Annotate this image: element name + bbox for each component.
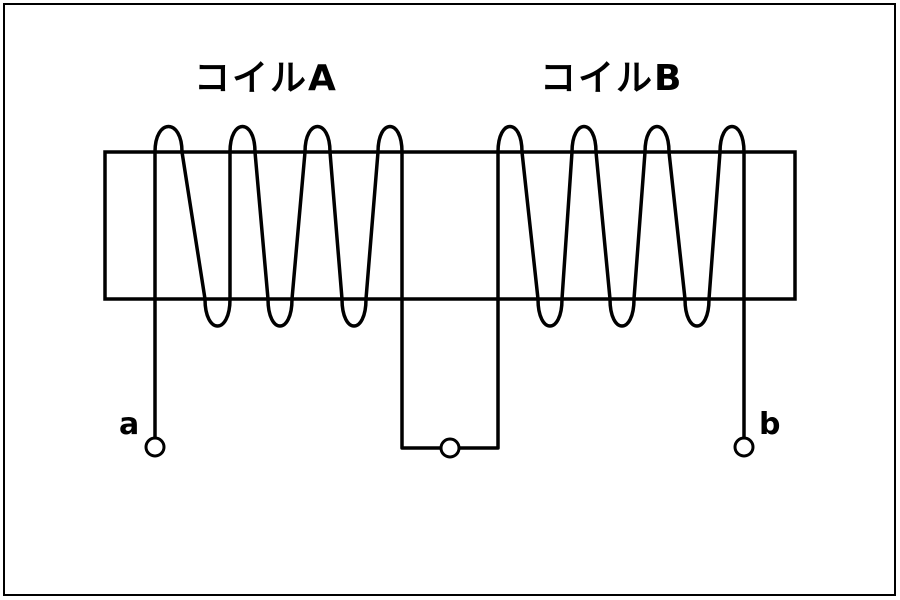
coil-a-title: コイルA xyxy=(194,58,338,99)
middle-connection-right xyxy=(457,297,500,450)
coil-b-title: コイルB xyxy=(540,58,683,99)
terminal-a-label: a xyxy=(119,407,139,442)
terminal-a xyxy=(144,436,166,458)
middle-connection xyxy=(400,297,443,450)
diagram-frame xyxy=(3,3,896,596)
coil-a-winding xyxy=(153,124,404,328)
iron-core xyxy=(103,150,797,301)
terminal-b xyxy=(733,436,755,458)
terminal-middle xyxy=(439,437,461,459)
coil-b-winding xyxy=(496,124,746,328)
terminal-b-label: b xyxy=(759,407,780,442)
